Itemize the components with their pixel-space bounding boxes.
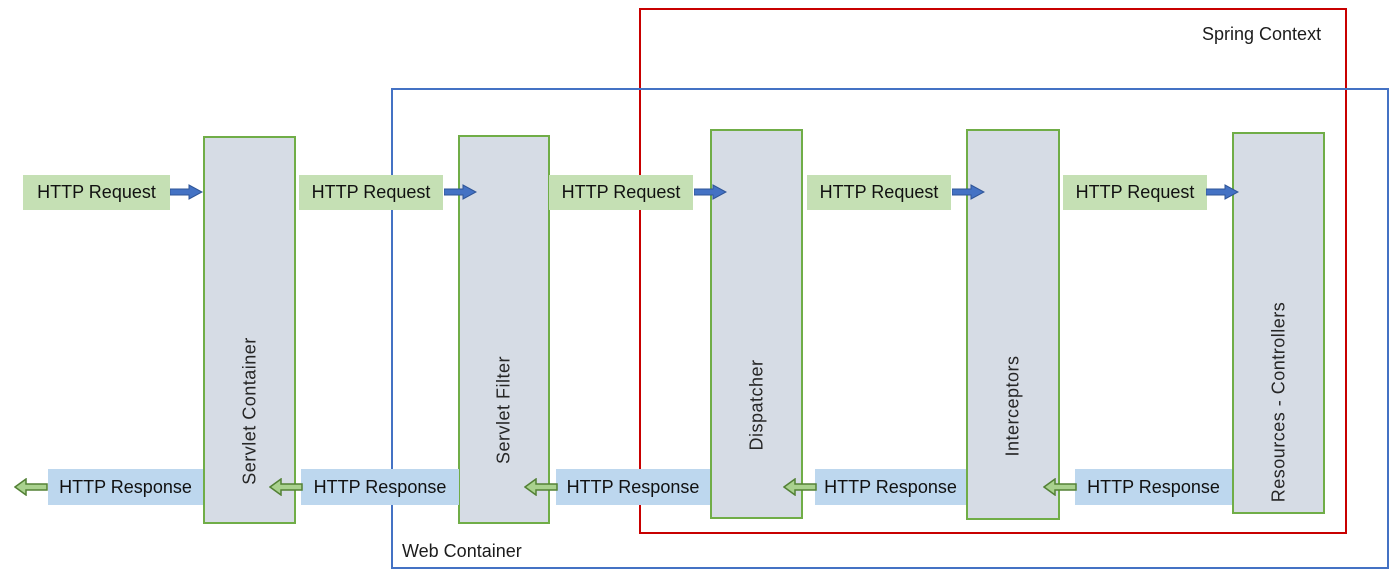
http-request-label: HTTP Request bbox=[807, 175, 951, 210]
web-container-label: Web Container bbox=[402, 541, 522, 561]
node-servlet-container-label: Servlet Container bbox=[239, 336, 259, 485]
http-response-label: HTTP Response bbox=[48, 469, 203, 505]
response-arrow-icon bbox=[1043, 478, 1077, 496]
http-request-label: HTTP Request bbox=[299, 175, 443, 210]
request-arrow-icon bbox=[694, 184, 727, 200]
request-arrow-icon bbox=[1206, 184, 1239, 200]
request-arrow-icon bbox=[444, 184, 477, 200]
response-arrow-icon bbox=[14, 478, 48, 496]
node-interceptors-label: Interceptors bbox=[1002, 355, 1023, 457]
node-servlet-filter: Servlet Filter bbox=[458, 135, 550, 524]
spring-context-frame bbox=[639, 8, 1347, 534]
http-response-label: HTTP Response bbox=[556, 469, 710, 505]
request-arrow-icon bbox=[170, 184, 203, 200]
web-container-frame bbox=[391, 88, 1389, 569]
node-dispatcher-label: Dispatcher bbox=[746, 359, 766, 451]
request-arrow-icon bbox=[952, 184, 985, 200]
http-response-label: HTTP Response bbox=[301, 469, 459, 505]
node-interceptors: Interceptors bbox=[966, 129, 1060, 520]
http-response-label: HTTP Response bbox=[1075, 469, 1232, 505]
response-arrow-icon bbox=[524, 478, 558, 496]
http-request-label: HTTP Request bbox=[23, 175, 170, 210]
node-dispatcher: Dispatcher bbox=[710, 129, 803, 519]
response-arrow-icon bbox=[269, 478, 303, 496]
node-resources-controllers-label: Resources - Controllers bbox=[1268, 302, 1288, 503]
http-request-label: HTTP Request bbox=[549, 175, 693, 210]
node-resources-controllers: Resources - Controllers bbox=[1232, 132, 1325, 514]
spring-context-label: Spring Context bbox=[1202, 24, 1322, 44]
node-servlet-container: Servlet Container bbox=[203, 136, 296, 524]
http-request-label: HTTP Request bbox=[1063, 175, 1207, 210]
node-servlet-filter-label: Servlet Filter bbox=[493, 356, 514, 465]
response-arrow-icon bbox=[783, 478, 817, 496]
http-response-label: HTTP Response bbox=[815, 469, 966, 505]
